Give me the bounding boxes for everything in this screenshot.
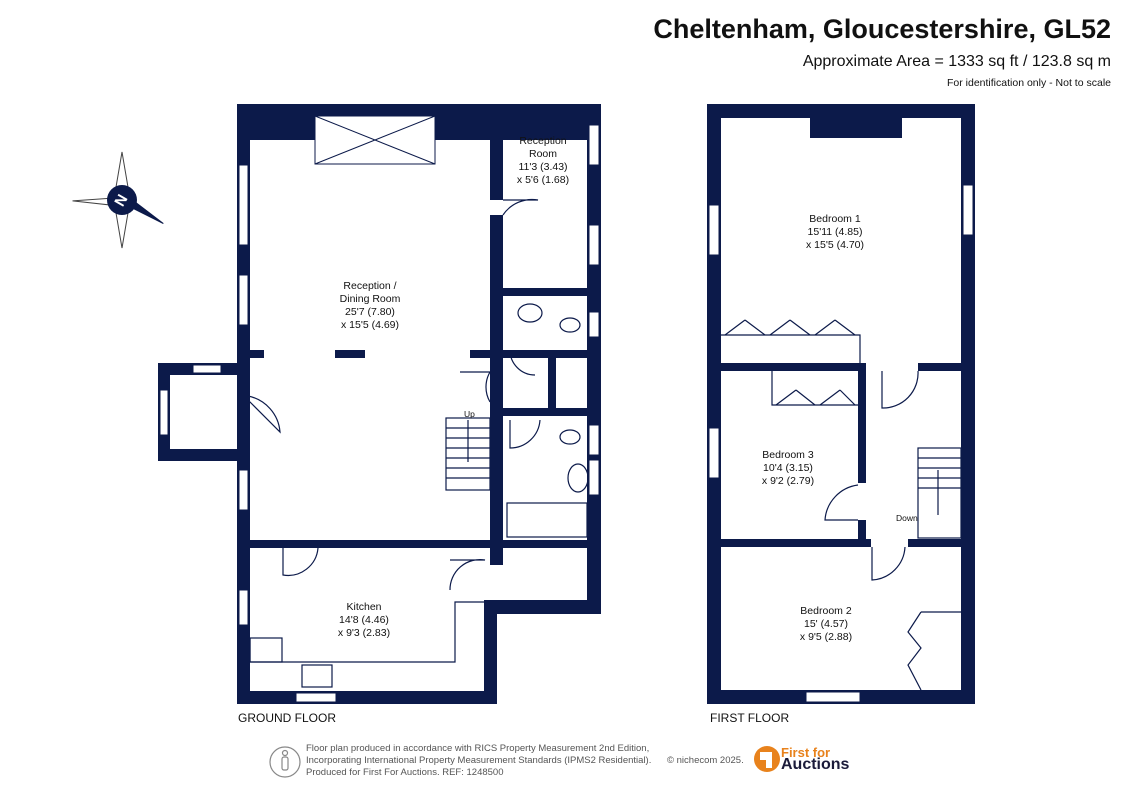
room-kitchen: Kitchen 14'8 (4.46) x 9'3 (2.83) — [338, 601, 390, 640]
approximate-area: Approximate Area = 1333 sq ft / 123.8 sq… — [802, 53, 1111, 70]
brand-name-line-2: Auctions — [781, 756, 850, 773]
room-name: Reception Room — [519, 135, 567, 160]
footer-copyright: © nichecom 2025. — [667, 755, 744, 766]
room-bedroom-2: Bedroom 2 15' (4.57) x 9'5 (2.88) — [800, 605, 852, 644]
room-bedroom-1: Bedroom 1 15'11 (4.85) x 15'5 (4.70) — [806, 213, 864, 252]
room-name: Bedroom 3 — [762, 449, 814, 461]
footer-line-3: Produced for First For Auctions. REF: 12… — [306, 767, 504, 778]
room-name: Kitchen — [346, 601, 382, 613]
brand-name-line-1: First for — [781, 745, 831, 760]
stair-up-label: Up — [464, 409, 475, 419]
person-info-icon — [269, 746, 301, 778]
room-dim-1: 10'4 (3.15) — [763, 462, 813, 474]
first-floor-fixtures — [721, 319, 962, 691]
room-dim-2: x 5'6 (1.68) — [516, 174, 570, 186]
first-floor-windows — [708, 184, 974, 703]
room-reception-room: Reception Room 11'3 (3.43) x 5'6 (1.68) — [517, 135, 569, 187]
page-title: Cheltenham, Gloucestershire, GL52 — [653, 14, 1111, 44]
room-name: Reception / Dining Room — [339, 280, 401, 305]
first-for-auctions-logo-icon — [754, 746, 780, 772]
room-name: Bedroom 1 — [809, 213, 861, 225]
footer-line-1: Floor plan produced in accordance with R… — [306, 743, 650, 754]
ground-floor-fixtures — [247, 198, 589, 688]
ground-floor-label: GROUND FLOOR — [238, 711, 337, 725]
room-dim-2: x 15'5 (4.69) — [340, 319, 400, 331]
footer-notes: Floor plan produced in accordance with R… — [306, 743, 651, 779]
room-dim-2: x 15'5 (4.70) — [805, 239, 865, 251]
room-dim-1: 25'7 (7.80) — [345, 306, 395, 318]
ground-floor-windows — [159, 115, 600, 703]
room-dim-1: 15'11 (4.85) — [807, 226, 863, 238]
room-dim-2: x 9'5 (2.88) — [799, 631, 853, 643]
compass-icon — [72, 151, 164, 249]
stair-down-label: Down — [896, 513, 918, 523]
footer-line-2: Incorporating International Property Mea… — [306, 755, 652, 766]
room-bedroom-3: Bedroom 3 10'4 (3.15) x 9'2 (2.79) — [762, 449, 814, 488]
room-dim-1: 11'3 (3.43) — [518, 161, 568, 173]
room-dim-2: x 9'3 (2.83) — [337, 627, 391, 639]
room-dim-1: 15' (4.57) — [803, 618, 849, 630]
disclaimer: For identification only - Not to scale — [947, 77, 1111, 89]
room-dim-2: x 9'2 (2.79) — [761, 475, 815, 487]
room-reception-dining: Reception / Dining Room 25'7 (7.80) x 15… — [340, 280, 401, 332]
first-floor-label: FIRST FLOOR — [710, 711, 790, 725]
room-dim-1: 14'8 (4.46) — [339, 614, 389, 626]
room-name: Bedroom 2 — [800, 605, 852, 617]
